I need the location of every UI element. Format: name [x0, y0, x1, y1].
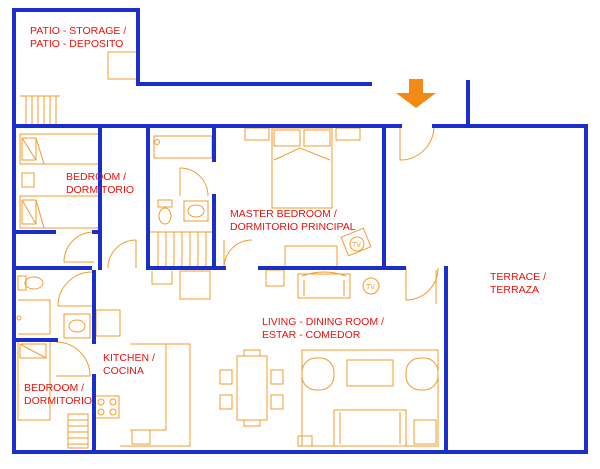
walls [12, 8, 588, 454]
master-tv-label: TV [352, 242, 361, 249]
bed-small [17, 339, 51, 421]
label-master-bedroom: MASTER BEDROOM / DORMITORIO PRINCIPAL [230, 208, 356, 234]
toilet-2 [17, 275, 44, 291]
nightstand-right [335, 127, 361, 141]
kitchen-counter [95, 309, 191, 447]
shower [153, 135, 213, 159]
toilet [157, 199, 173, 225]
master-tv-stand [340, 227, 372, 257]
door-swings [55, 125, 439, 377]
bed-top [19, 133, 101, 165]
nightstand-left [244, 127, 270, 141]
bedroom-2-es: DORMITORIO [24, 395, 93, 407]
bedroom-1-es: DORMITORIO [66, 184, 135, 196]
label-kitchen: KITCHEN / COCINA [103, 352, 155, 378]
sofa-small [297, 271, 351, 299]
master-bed [271, 127, 333, 209]
kitchen-en: KITCHEN / [103, 352, 155, 364]
bedroom-2-en: BEDROOM / [24, 382, 85, 394]
storage-box [107, 51, 138, 80]
entrance-arrow-icon [396, 79, 436, 108]
terrace-en: TERRACE / [490, 271, 547, 283]
living-lounge [297, 349, 439, 447]
label-patio-storage: PATIO - STORAGE / PATIO - DEPOSITO [30, 25, 126, 51]
kitchen-es: COCINA [103, 365, 144, 377]
terrace-es: TERRAZA [490, 284, 540, 296]
patio-storage-es: PATIO - DEPOSITO [30, 38, 124, 50]
dining-table [219, 349, 284, 427]
nightstand [21, 172, 35, 188]
small-stairs [67, 413, 89, 449]
sink-2 [63, 313, 91, 339]
master-bedroom-es: DORMITORIO PRINCIPAL [230, 221, 356, 233]
master-bedroom-en: MASTER BEDROOM / [230, 208, 337, 220]
counter-2 [18, 299, 51, 335]
shower-drain [154, 139, 160, 145]
living-dining-es: ESTAR - COMEDOR [262, 329, 361, 341]
living-tv [362, 277, 380, 295]
side-table-a [265, 269, 285, 287]
label-living-dining: LIVING - DINING ROOM / ESTAR - COMEDOR [262, 316, 384, 342]
fixtures: TV TV [16, 51, 439, 449]
floor-drain [16, 315, 22, 321]
bed-bottom [19, 195, 101, 229]
center-stairs [150, 231, 216, 300]
patio-stairs [20, 95, 60, 126]
label-bedroom-1: BEDROOM / DORMITORIO [66, 171, 134, 197]
living-dining-en: LIVING - DINING ROOM / [262, 316, 384, 328]
sink [183, 200, 209, 222]
stove [94, 395, 120, 419]
label-terrace: TERRACE / TERRAZA [490, 271, 546, 297]
dresser [284, 245, 338, 269]
label-bedroom-2: BEDROOM / DORMITORIO [24, 382, 92, 408]
patio-storage-en: PATIO - STORAGE / [30, 25, 127, 37]
bedroom-1-en: BEDROOM / [66, 171, 127, 183]
living-tv-label: TV [366, 284, 375, 291]
